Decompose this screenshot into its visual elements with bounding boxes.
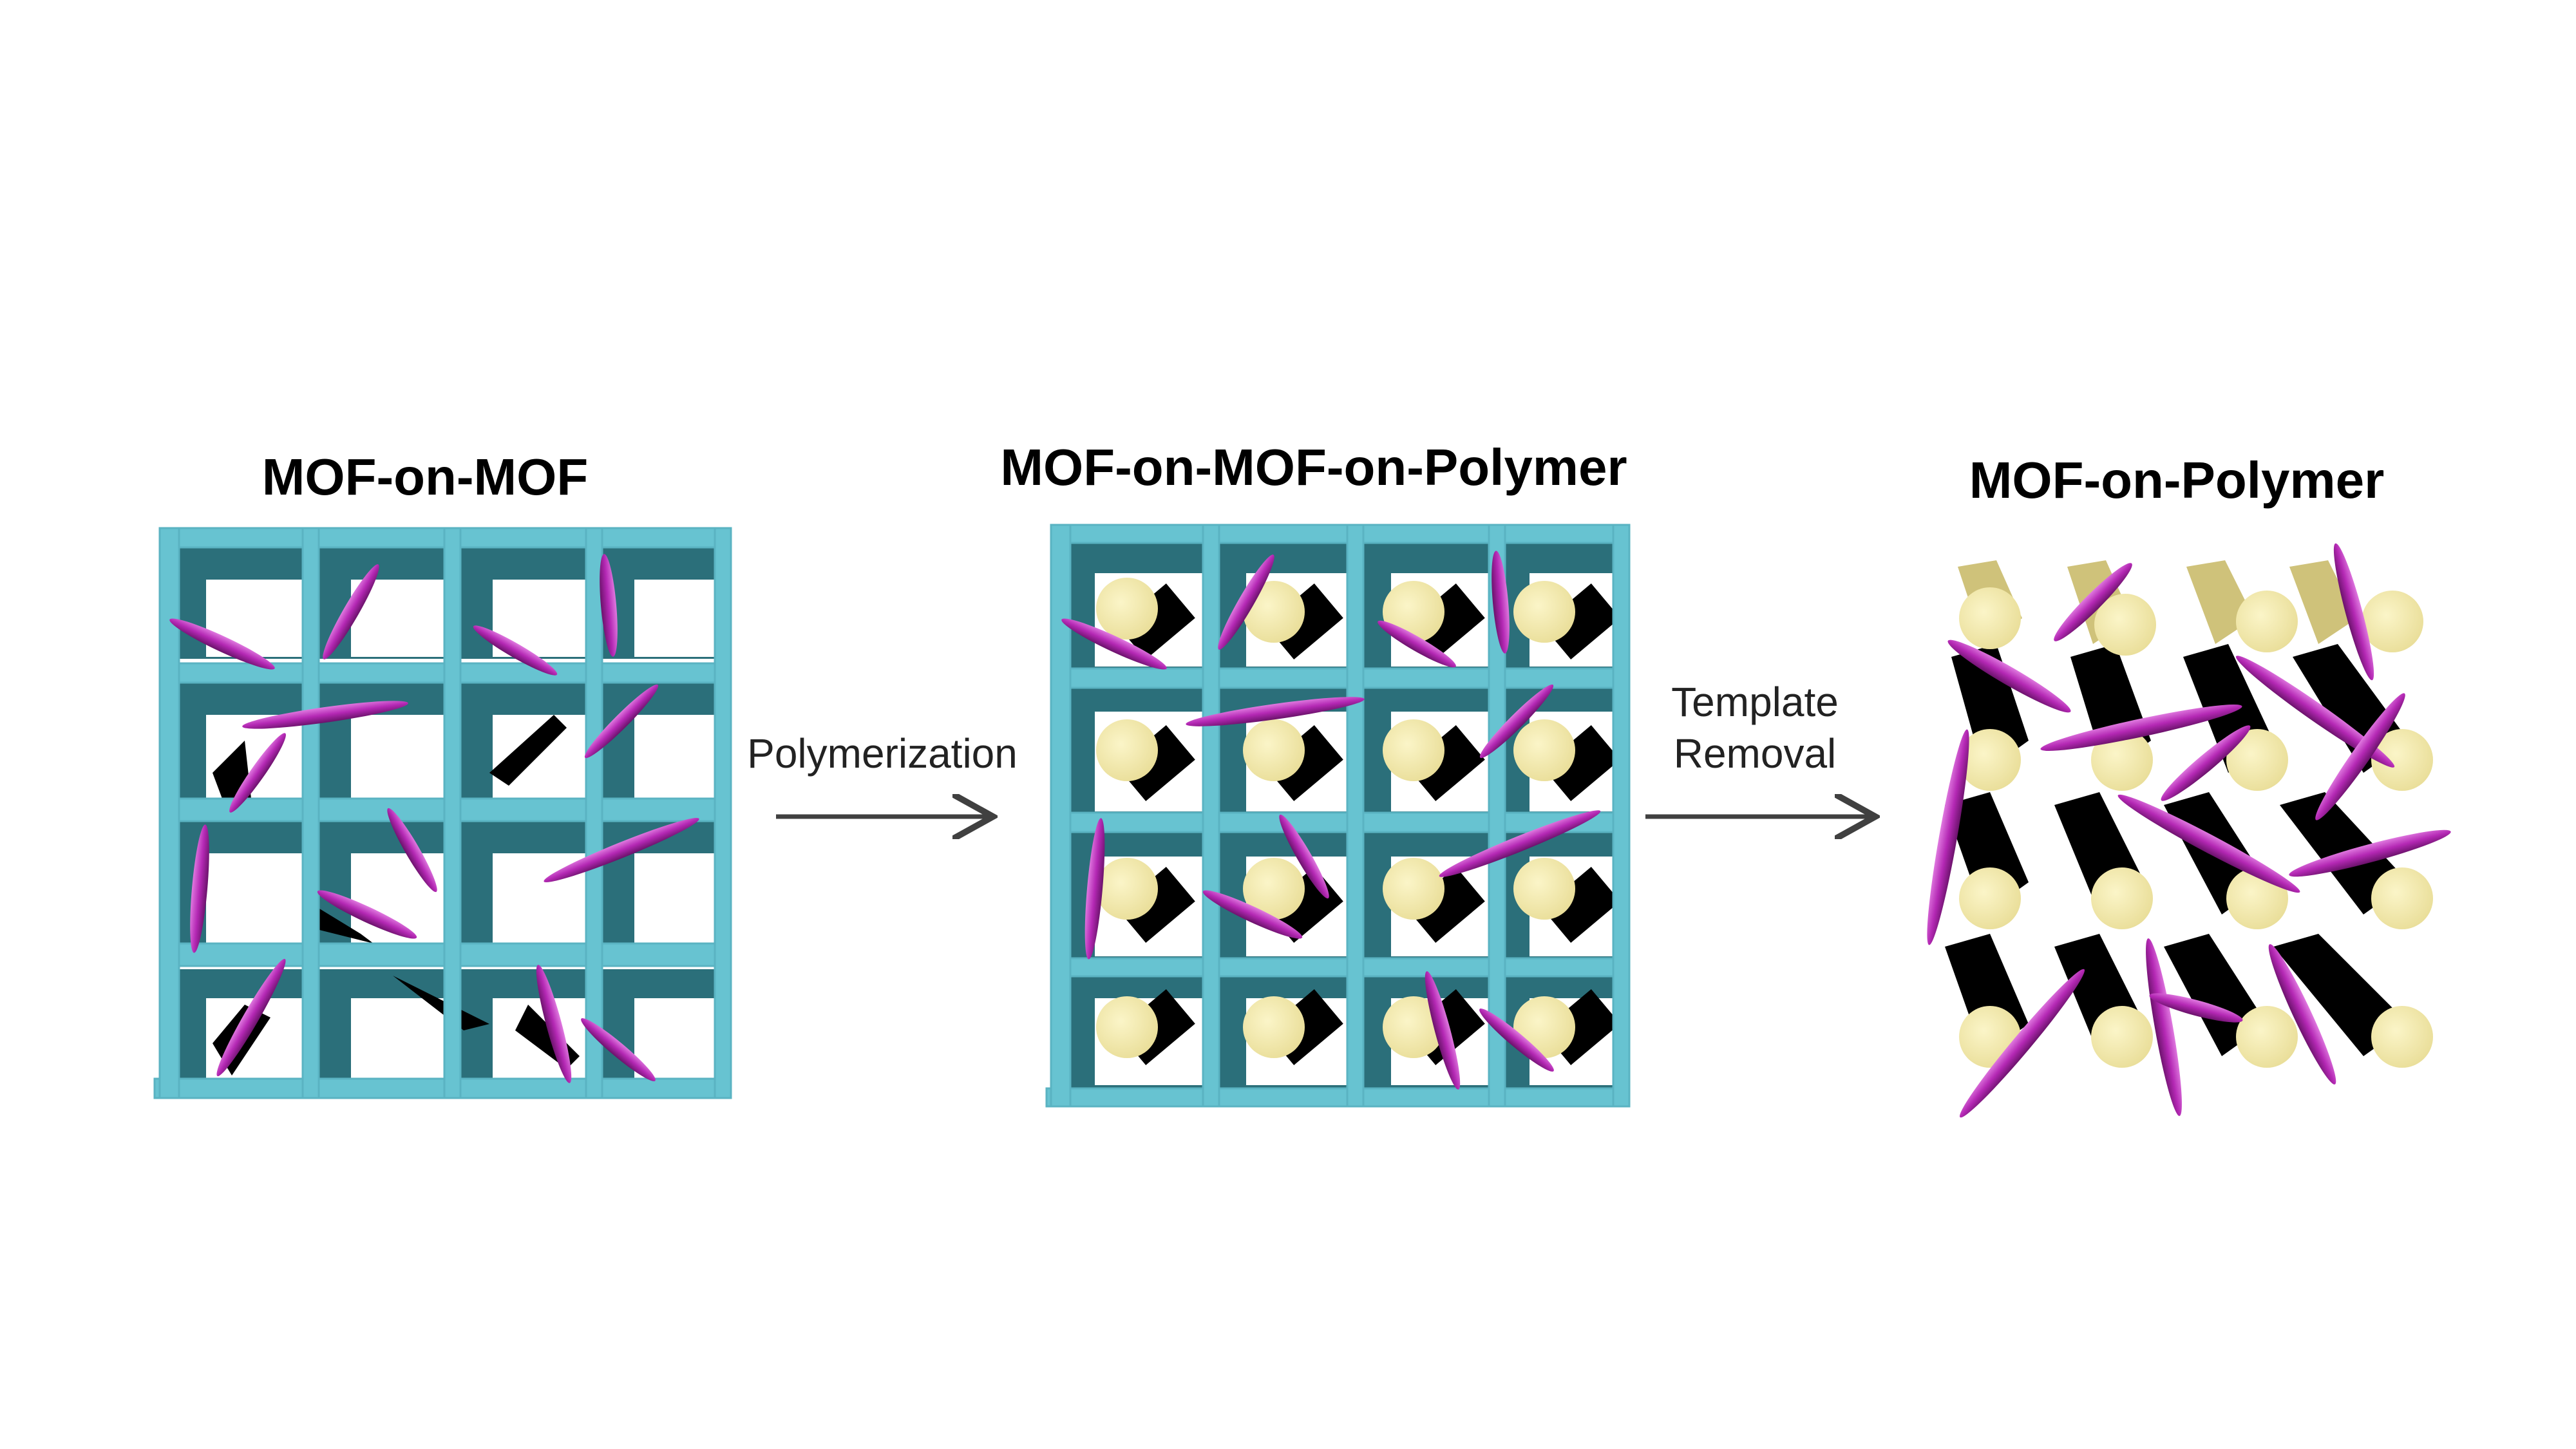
polymer-cap: [1096, 858, 1158, 920]
needle: [1927, 729, 1969, 945]
polymer-cylinder-caps: [1096, 578, 1575, 1058]
polymer-cap: [2091, 729, 2153, 791]
needle: [2268, 944, 2336, 1084]
needle: [2315, 693, 2405, 820]
polymer-cap: [2362, 591, 2423, 652]
polymer-cap: [1096, 578, 1158, 639]
polymer-cap: [1513, 719, 1575, 781]
needle: [317, 890, 417, 939]
step-label-polymerization: Polymerization: [747, 730, 1018, 777]
needle: [584, 684, 659, 759]
framework-bars: [153, 527, 732, 1099]
step-label-removal: Removal: [1673, 730, 1837, 777]
needle: [1439, 810, 1601, 877]
needle: [2117, 794, 2300, 893]
polymer-cap: [2091, 1006, 2153, 1068]
polymer-cap: [1096, 719, 1158, 781]
step-label-template-removal: Template Removal: [1671, 676, 1839, 779]
panel-title-mof-on-mof-on-polymer: MOF-on-MOF-on-Polymer: [1000, 439, 1627, 496]
needle: [1947, 639, 2071, 713]
polymer-cap: [2236, 591, 2298, 652]
polymer-cap: [2371, 1006, 2433, 1068]
needle: [2040, 705, 2242, 751]
needle: [1479, 1009, 1554, 1072]
needle: [1378, 620, 1456, 668]
mof-on-mof-on-polymer-framework: [1045, 524, 1631, 1108]
needle: [387, 808, 437, 893]
needle: [2146, 938, 2182, 1116]
mof-needles: [1927, 543, 2451, 1118]
polymer-cap: [1243, 719, 1305, 781]
panel-title-mof-on-mof: MOF-on-MOF: [261, 448, 589, 506]
needle: [190, 824, 209, 953]
mof-needles: [1061, 551, 1601, 1090]
needle: [1061, 618, 1167, 670]
needle: [169, 618, 275, 670]
needle: [2149, 993, 2243, 1023]
polymer-cap: [1513, 858, 1575, 920]
needle: [2333, 543, 2374, 681]
polymer-cap: [1513, 581, 1575, 643]
needle: [2289, 829, 2451, 877]
needle: [1218, 554, 1274, 650]
polymer-cap: [1383, 719, 1444, 781]
polymer-cap: [1243, 581, 1305, 643]
polymer-cap: [1959, 729, 2021, 791]
needle: [1084, 818, 1105, 960]
needle: [600, 554, 618, 657]
polymer-cap: [2091, 867, 2153, 929]
needle: [1202, 890, 1303, 939]
needle: [1492, 551, 1510, 654]
polymer-cap: [2371, 867, 2433, 929]
polymer-cap: [1243, 858, 1305, 920]
polymer-cap: [2371, 729, 2433, 791]
needle: [323, 564, 379, 659]
panel-title-mof-on-polymer: MOF-on-Polymer: [1969, 451, 2385, 509]
needle: [536, 965, 572, 1083]
needle: [242, 701, 408, 729]
polymer-cap: [1959, 867, 2021, 929]
needle: [1279, 814, 1329, 899]
polymer-cap: [1383, 858, 1444, 920]
needle: [581, 1018, 656, 1081]
mof-on-polymer-array: [1927, 543, 2451, 1118]
needle: [2161, 725, 2251, 801]
step-label-template: Template: [1671, 679, 1839, 725]
needle: [544, 818, 699, 882]
mof-on-mof-framework: [153, 527, 732, 1099]
needle: [216, 958, 286, 1077]
polymer-cap: [2094, 594, 2156, 656]
needle: [2235, 656, 2395, 768]
needle: [473, 625, 558, 676]
polymer-cap: [2226, 729, 2288, 791]
polymer-cap: [1096, 996, 1158, 1058]
needle: [1479, 684, 1554, 759]
polymer-cap: [1243, 996, 1305, 1058]
polymer-cylinder-caps: [1959, 587, 2433, 1068]
needle: [2054, 563, 2132, 641]
polymer-cap: [1383, 996, 1444, 1058]
mof-needles: [169, 554, 699, 1083]
needle: [1959, 969, 2085, 1118]
needle: [1425, 971, 1461, 1090]
framework-bars: [1045, 524, 1631, 1108]
needle: [1186, 697, 1365, 726]
needle: [229, 733, 286, 813]
polymer-cap: [1959, 587, 2021, 649]
polymer-cap: [2236, 1006, 2298, 1068]
